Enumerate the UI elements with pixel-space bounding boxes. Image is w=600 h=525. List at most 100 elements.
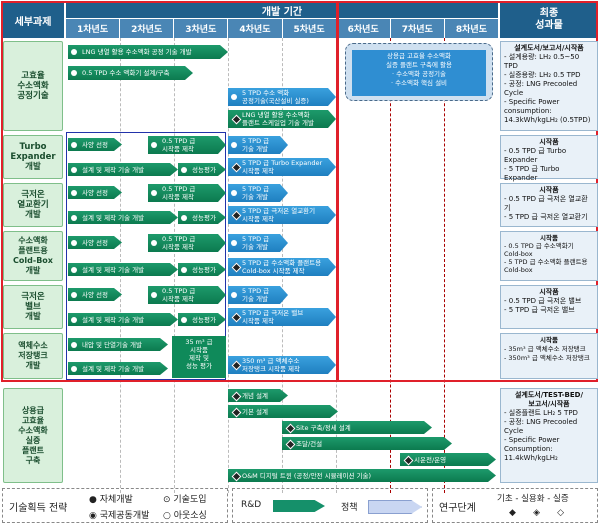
bar-label: 0.5 TPD 급 시작품 제작 — [162, 185, 196, 201]
bar-lng-demo-label: LNG 냉열 활용 수소액화 플랜트 스케일업 기술 개발 — [242, 111, 314, 127]
result-turbo: 시작품- 0.5 TPD 급 Turbo Expander - 5 TPD 급 … — [500, 135, 598, 182]
bar-design-2: 설계 및 제작 기술 개발 — [68, 211, 178, 224]
bar-label: 0.5 TPD 급 시작품 제작 — [162, 287, 196, 303]
bar-label: 5 TPD 급 극저온 밸브 시작품 제작 — [242, 309, 304, 325]
legend-stage-title: 연구단계 — [439, 503, 476, 514]
bar-prototype-3: 0.5 TPD 급 시작품 제작 — [148, 234, 226, 252]
bar-eval-3: 성능평가 — [178, 263, 226, 276]
bar-label: 5 TPD 급 기술 개발 — [242, 185, 270, 201]
bar-label: 사양 선정 — [82, 238, 108, 247]
bar-label: 5 TPD 급 기술 개발 — [242, 137, 270, 153]
result-body: - 0.5 TPD 급 수소액화기 Cold-box - 5 TPD 급 수소액… — [504, 242, 588, 274]
bar-tank-350: 350 m³ 급 액체수소 저장탱크 시작품 제작 — [228, 356, 336, 374]
bar-label: 성능평가 — [192, 265, 216, 274]
bar-label: 시운전/운영 — [414, 455, 447, 464]
bar-label: 5 TPD 급 기술 개발 — [242, 235, 270, 251]
year-3: 3차년도 — [174, 19, 229, 38]
result-hx: 시작품- 0.5 TPD 급 극저온 열교환기 - 5 TPD 급 극저온 열교… — [500, 183, 598, 227]
year-6: 6차년도 — [336, 19, 391, 38]
legend-rnd-arrow — [273, 500, 325, 512]
result-body: - 실증플랜트 LH₂ 5 TPD - 공정: LNG Precooled Cy… — [504, 409, 578, 462]
bar-label: 조달/건설 — [296, 439, 323, 448]
result-column-header: 최종 성과물 — [500, 2, 598, 38]
bar-lng-demo: LNG 냉열 활용 수소액화 플랜트 스케일업 기술 개발 — [228, 110, 336, 128]
bar-label: 5 TPD 급 기술 개발 — [242, 287, 270, 303]
legend-policy-label: 정책 — [341, 503, 358, 513]
task-column-header: 세부과제 — [2, 2, 64, 38]
bar-eval-1: 성능평가 — [178, 163, 226, 176]
bar-label: 개념 설계 — [242, 391, 268, 400]
legend-self-dev-label: 자체개발 — [99, 495, 133, 505]
bar-label: 사양 선정 — [82, 140, 108, 149]
result-head: 시작품 — [540, 336, 558, 344]
bar-design-4: 설계 및 제작 기술 개발 — [68, 313, 178, 326]
bar-label: 설계 및 제작 기술 개발 — [82, 364, 145, 373]
bar-scale-4: 5 TPD 급 기술 개발 — [228, 286, 288, 304]
bar-spec-select-2: 사양 선정 — [68, 186, 122, 199]
bar-site: Site 구축/정세 설계 — [282, 421, 432, 434]
result-body: - 설계용량: LH₂ 0.5~50 TPD - 실증용량: LH₂ 0.5 T… — [504, 53, 591, 124]
result-body: - 0.5 TPD 급 극저온 열교환기 - 5 TPD 급 극저온 열교환기 — [504, 195, 588, 221]
legend-stage-names: 기초 - 실용화 - 실증 — [497, 494, 569, 504]
result-head: 설계도서/TEST-BED/ 보고서/시작품 — [514, 391, 584, 408]
year-row: 1차년도 2차년도 3차년도 4차년도 5차년도 6차년도 7차년도 8차년도 — [66, 19, 498, 38]
result-body: - 35m³ 급 액체수소 저장탱크 - 350m³ 급 액체수소 저장탱크 — [504, 345, 590, 362]
result-tank: 시작품- 35m³ 급 액체수소 저장탱크 - 350m³ 급 액체수소 저장탱… — [500, 333, 598, 379]
bar-label: 기본 설계 — [242, 407, 268, 416]
bar-concept-design: 개념 설계 — [228, 389, 288, 402]
task-demo-plant: 상용급 고효율 수소액화 실증 플랜트 구축 — [3, 388, 63, 483]
bar-scale-1: 5 TPD 급 기술 개발 — [228, 136, 288, 154]
legend-tech-intro-label: 기술도입 — [173, 495, 207, 505]
bar-label: 5 TPD 급 극저온 열교환기 시작품 제작 — [242, 207, 316, 223]
bar-scale-3: 5 TPD 급 기술 개발 — [228, 234, 288, 252]
bar-hx-5tpd: 5 TPD 급 극저온 열교환기 시작품 제작 — [228, 206, 336, 224]
bar-label: 5 TPD 급 Turbo Expander 시작품 제작 — [242, 159, 323, 175]
bar-label: 0.5 TPD 급 시작품 제작 — [162, 235, 196, 251]
bar-basic-design: 기본 설계 — [228, 405, 338, 418]
bar-label: Site 구축/정세 설계 — [296, 423, 351, 432]
bar-label: 설계 및 제작 기술 개발 — [82, 213, 145, 222]
legend-stage-marks: ◆ ◈ ◇ — [509, 508, 565, 518]
bar-label: 설계 및 제작 기술 개발 — [82, 165, 145, 174]
year-4: 4차년도 — [228, 19, 283, 38]
task-valve: 극저온 밸브 개발 — [3, 285, 63, 329]
legend-self-dev: ● 자체개발 — [89, 495, 133, 505]
task-tank: 액체수소 저장탱크 개발 — [3, 333, 63, 379]
task-liquefaction-process: 고효율 수소액화 공정기술 — [3, 41, 63, 131]
bar-liquefaction-design: 0.5 TPD 수소 액화기 설계/구축 — [68, 66, 193, 80]
bar-label: 성능평가 — [192, 213, 216, 222]
bar-prototype-2: 0.5 TPD 급 시작품 제작 — [148, 184, 226, 202]
bar-label: 내압 및 단열기술 개발 — [82, 340, 143, 349]
bar-scale-2: 5 TPD 급 기술 개발 — [228, 184, 288, 202]
legend-policy-arrow — [368, 500, 422, 514]
bar-prototype-4: 0.5 TPD 급 시작품 제작 — [148, 286, 226, 304]
bar-turbo-5tpd: 5 TPD 급 Turbo Expander 시작품 제작 — [228, 158, 336, 176]
legend-outsource: ○ 아웃소싱 — [163, 511, 207, 521]
policy-box-text: 상용급 고효율 수소액화 실증 플랜트 구축에 활용 · 수소액화 공정기술 ·… — [352, 50, 486, 96]
period-header: 개발 기간 — [66, 2, 498, 18]
legend-intl-dev-label: 국제공동개발 — [99, 511, 150, 521]
bar-design-1: 설계 및 제작 기술 개발 — [68, 163, 178, 176]
year-1: 1차년도 — [66, 19, 121, 38]
bar-label: 350 m³ 급 액체수소 저장탱크 시작품 제작 — [242, 357, 300, 373]
year-8: 8차년도 — [444, 19, 498, 38]
tank-product-box: 35 m³ 급 시작품 제작 및 성능 평가 — [172, 336, 226, 378]
legend-intl-dev: ◉ 국제공동개발 — [89, 511, 150, 521]
legend-types: R&D 정책 — [232, 488, 428, 523]
bar-5tpd-process: 5 TPD 수소 액화 공정기술(국산설비 실증) — [228, 88, 336, 106]
bar-liquefaction-design-label: 0.5 TPD 수소 액화기 설계/구축 — [82, 69, 170, 77]
bar-spec-select-1: 사양 선정 — [68, 138, 122, 151]
bar-5tpd-process-label: 5 TPD 수소 액화 공정기술(국산설비 실증) — [242, 89, 309, 105]
bar-lng-process-label: LNG 냉열 활용 수소액화 공정 기술 개발 — [82, 48, 192, 56]
year-2: 2차년도 — [120, 19, 175, 38]
blue-link-frame — [66, 132, 226, 380]
task-coldbox: 수소액화 플랜트용 Cold-Box 개발 — [3, 231, 63, 281]
bar-design-3: 설계 및 제작 기술 개발 — [68, 263, 178, 276]
bar-label: 사양 선정 — [82, 290, 108, 299]
result-body: - 0.5 TPD 급 Turbo Expander - 5 TPD 급 Tur… — [504, 147, 567, 182]
result-head: 시작품 — [539, 288, 559, 296]
result-demo-plant: 설계도서/TEST-BED/ 보고서/시작품- 실증플랜트 LH₂ 5 TPD … — [500, 388, 598, 483]
result-coldbox: 시작품- 0.5 TPD 급 수소액화기 Cold-box - 5 TPD 급 … — [500, 231, 598, 281]
bar-coldbox-5tpd: 5 TPD 급 수소액화 플랜트용 Cold-box 시작품 제작 — [228, 258, 336, 276]
year-7: 7차년도 — [390, 19, 445, 38]
